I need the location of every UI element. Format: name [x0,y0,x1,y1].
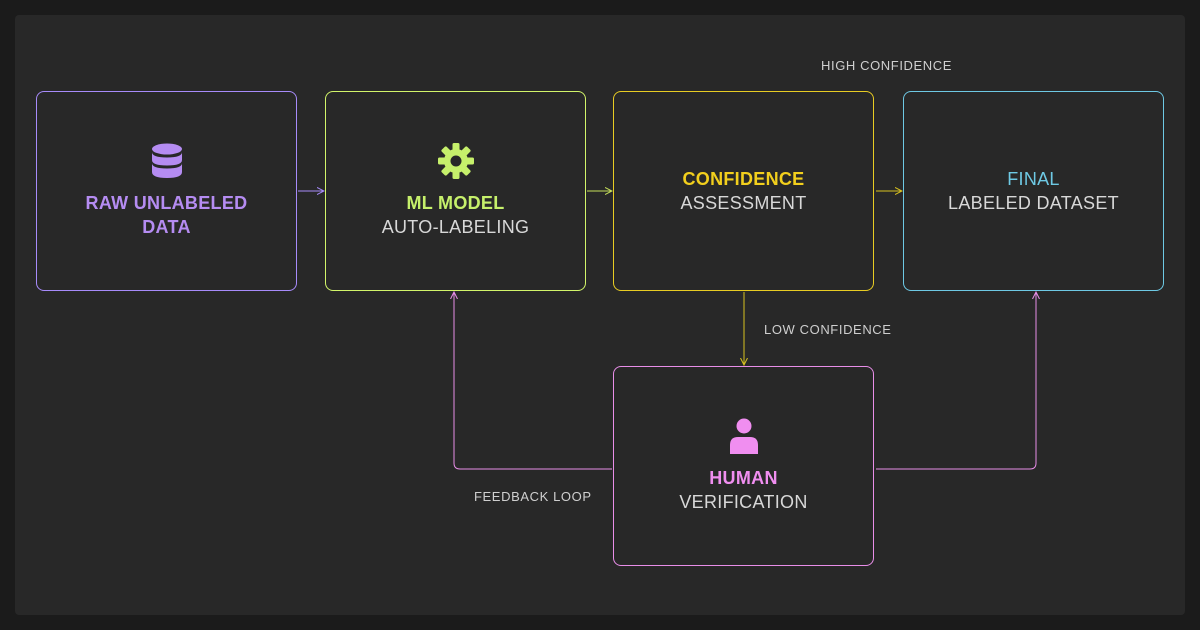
node-confidence-assessment: CONFIDENCE ASSESSMENT [613,91,874,291]
node-ml-model: ML MODEL AUTO-LABELING [325,91,586,291]
node-raw-unlabeled-data: RAW UNLABELED DATA [36,91,297,291]
edge-label-low-confidence: LOW CONFIDENCE [764,322,892,337]
user-icon [729,418,758,454]
node-final-subtitle: LABELED DATASET [948,193,1119,213]
node-human-subtitle: VERIFICATION [679,492,808,512]
node-confidence-subtitle: ASSESSMENT [680,193,807,213]
node-final-title: FINAL [1007,169,1060,189]
gear-icon [437,143,474,179]
node-ml-title: ML MODEL [406,193,505,213]
node-human-title: HUMAN [709,468,778,488]
node-ml-subtitle: AUTO-LABELING [381,217,530,237]
node-human-verification: HUMAN VERIFICATION [613,366,874,566]
edge-label-feedback-loop: FEEDBACK LOOP [474,489,592,504]
database-icon [151,143,182,178]
node-confidence-title: CONFIDENCE [682,169,805,189]
edge-label-high-confidence: HIGH CONFIDENCE [821,58,953,73]
node-raw-title: RAW UNLABELED [85,193,248,213]
node-final-labeled-dataset: FINAL LABELED DATASET [903,91,1164,291]
node-raw-subtitle: DATA [142,217,191,237]
